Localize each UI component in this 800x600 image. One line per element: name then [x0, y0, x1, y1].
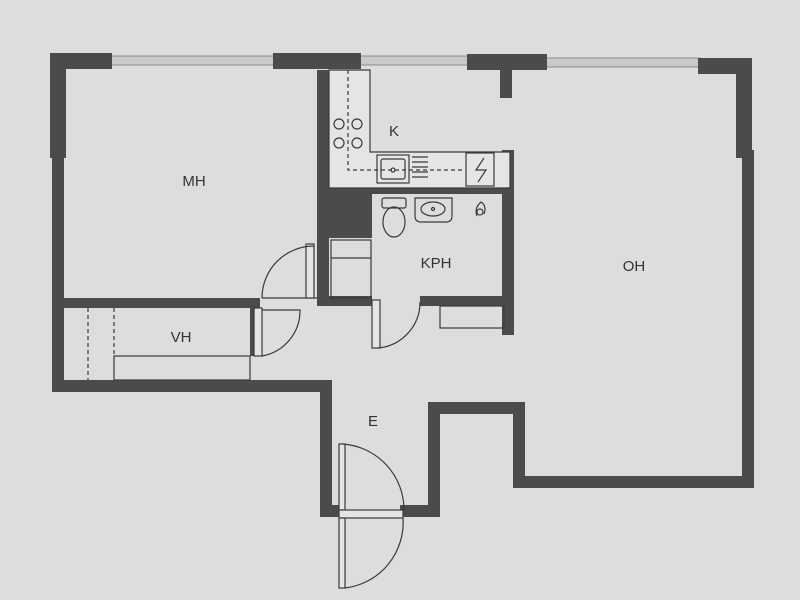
electric-panel-icon	[465, 152, 495, 187]
room-label-mh: MH	[182, 173, 205, 190]
stove-burner-icon	[333, 137, 345, 149]
door-swing-icon	[338, 443, 405, 589]
room-label-vh: VH	[171, 329, 192, 346]
washbasin-icon	[414, 197, 453, 223]
wall-e-right-vert	[513, 402, 525, 488]
wall-bottom-left	[52, 380, 332, 392]
shower-icon	[475, 201, 486, 217]
stove-burner-icon	[351, 137, 363, 149]
wall-mh-bottom	[64, 298, 260, 308]
wall-bottom-right	[515, 476, 754, 488]
wall-left-upper	[50, 53, 66, 158]
wall-stub-oh	[500, 68, 512, 98]
window-oh	[544, 57, 701, 68]
wall-bath-bottom	[317, 296, 372, 306]
bath-cabinet	[330, 239, 372, 299]
window-mh	[109, 55, 276, 66]
door-swing-icon	[253, 307, 301, 357]
drainboard	[412, 156, 428, 178]
closet-vh	[87, 308, 251, 381]
wall-kitchen-right	[502, 150, 514, 335]
room-label-kph: KPH	[421, 255, 452, 272]
windows	[109, 55, 701, 68]
stove-burner-icon	[351, 118, 363, 130]
wall-e-left	[320, 380, 332, 517]
wall-kitchen-left	[317, 70, 329, 192]
wall-e-inner-right	[428, 402, 440, 515]
room-labels: MH K KPH OH VH E	[171, 123, 646, 430]
upper-cabinets	[347, 70, 465, 171]
kitchen	[328, 69, 511, 189]
wall-bath-bottom-right	[420, 296, 514, 306]
toilet-icon	[381, 197, 407, 238]
kitchen-counter	[328, 69, 511, 189]
room-label-k: K	[389, 123, 399, 140]
doors	[253, 243, 421, 589]
wall-kitchen-bath	[329, 188, 514, 194]
stove-burner-icon	[333, 118, 345, 130]
door-swing-icon	[371, 299, 421, 349]
bathroom	[330, 197, 505, 329]
window-k	[359, 55, 469, 66]
wall-bath-left-upper	[317, 188, 372, 238]
closet-shelf	[113, 355, 251, 381]
wall-right	[742, 150, 754, 485]
wall-e-bottom-right	[400, 505, 440, 517]
room-label-oh: OH	[623, 258, 646, 275]
wall-e-top	[428, 402, 525, 414]
sink-icon	[376, 154, 410, 184]
wall-right-upper	[736, 58, 752, 158]
wall-top-mid	[273, 53, 361, 69]
wall-top-right-a	[467, 54, 547, 70]
wall-e-bottom-left	[320, 505, 342, 517]
door-swing-icon	[261, 243, 317, 299]
walls	[50, 53, 754, 517]
room-label-e: E	[368, 413, 378, 430]
hall-cabinet	[439, 305, 505, 329]
wall-bath-left	[317, 230, 329, 300]
wall-left	[52, 150, 64, 390]
